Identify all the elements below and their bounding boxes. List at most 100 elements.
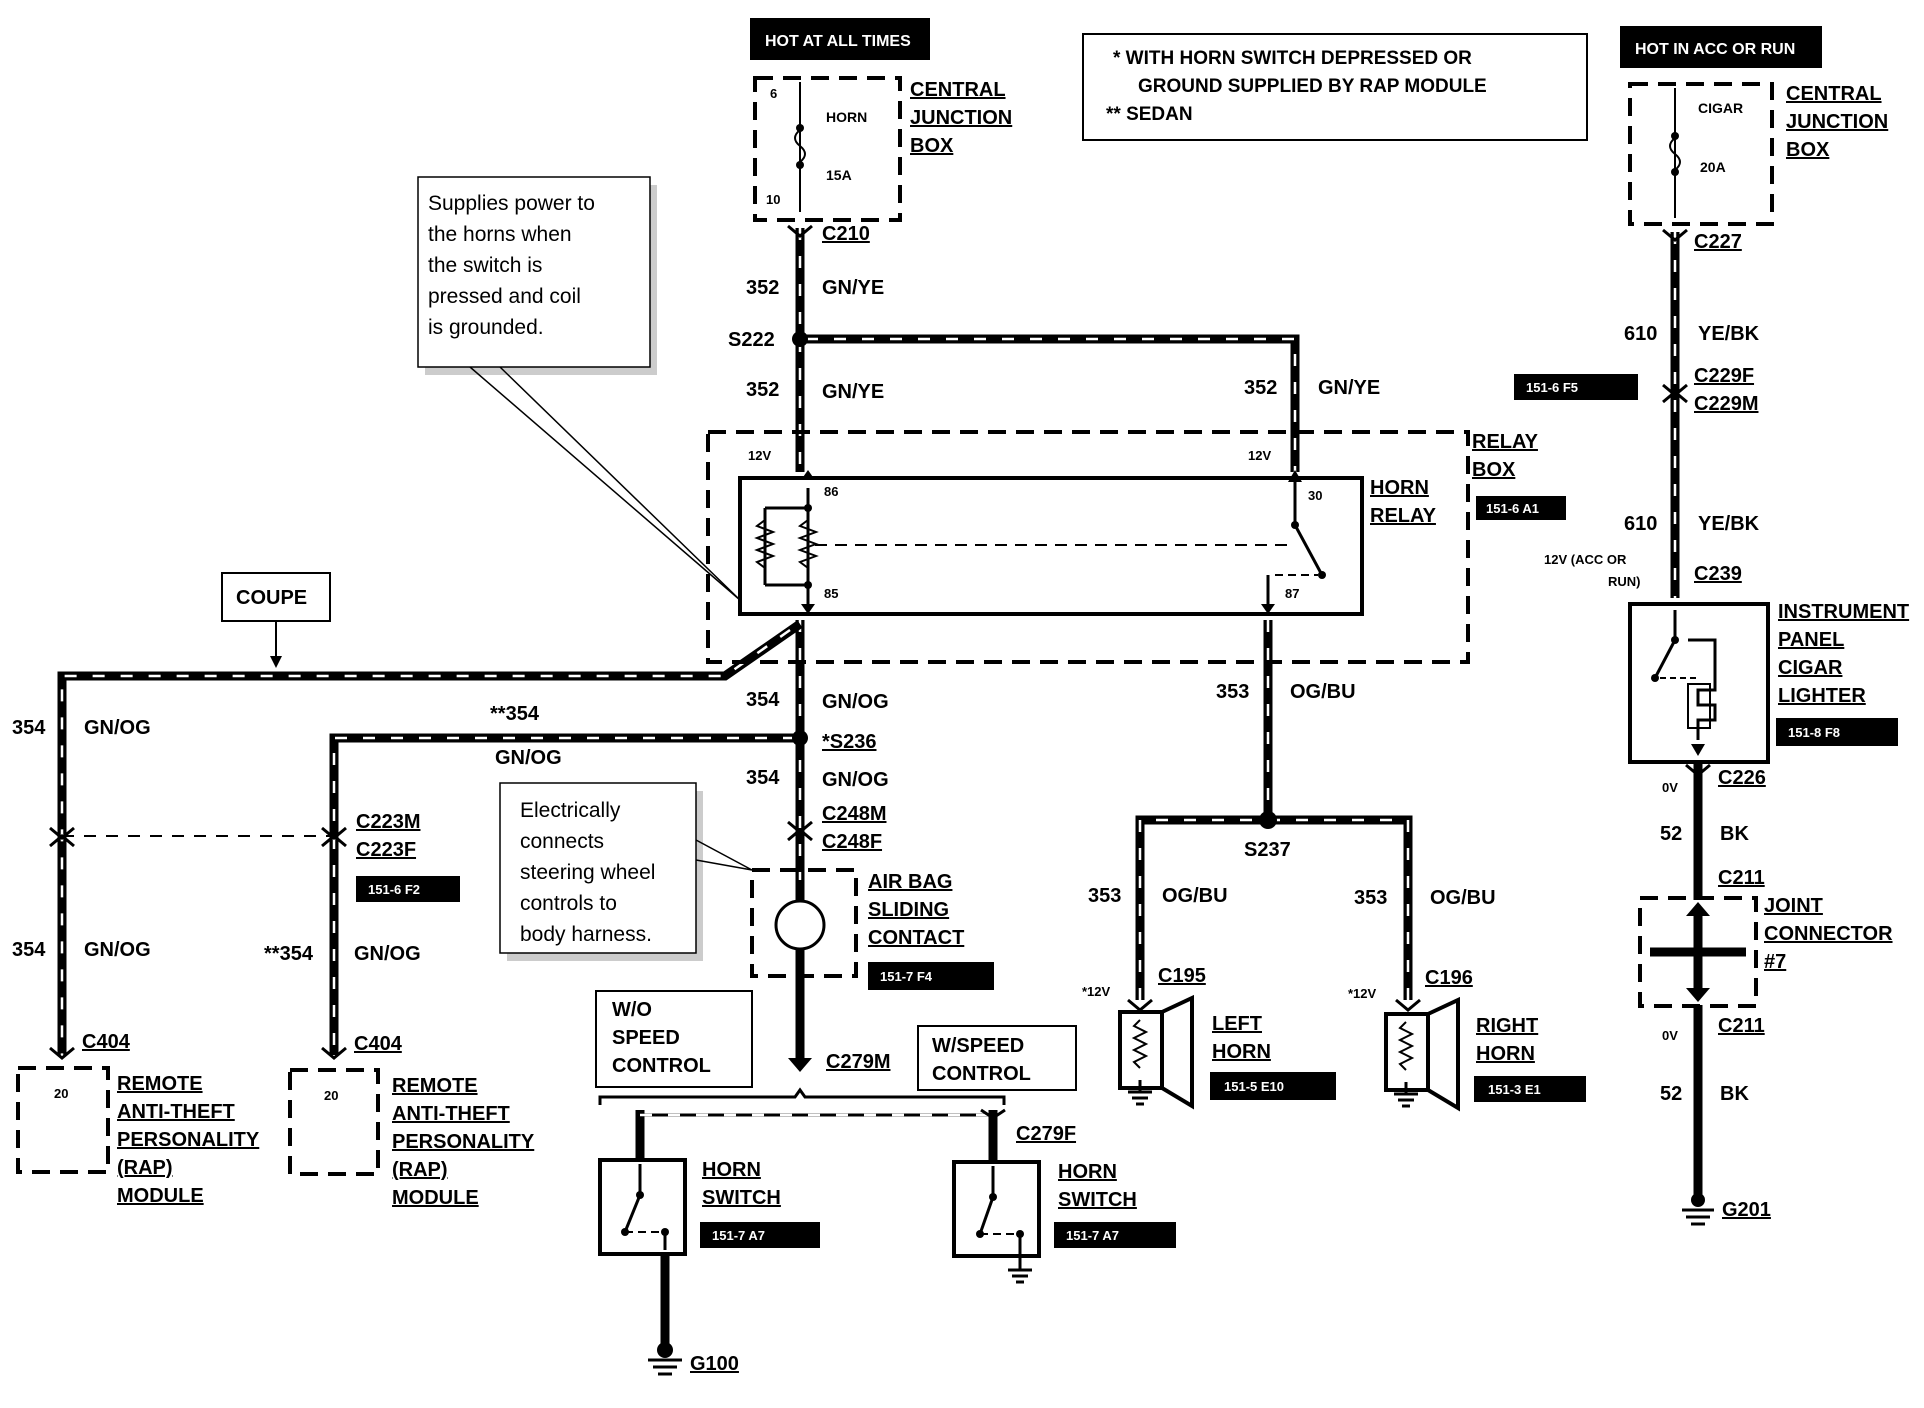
hot-at-all-times-header: HOT AT ALL TIMES bbox=[750, 18, 930, 60]
horn-switch-wo-speed: HORN SWITCH 151-7 A7 bbox=[598, 1158, 820, 1256]
svg-text:OG/BU: OG/BU bbox=[1290, 681, 1356, 703]
svg-text:610: 610 bbox=[1624, 513, 1657, 535]
svg-text:20: 20 bbox=[324, 1088, 338, 1103]
svg-text:Electrically: Electrically bbox=[520, 799, 621, 822]
svg-text:YE/BK: YE/BK bbox=[1698, 323, 1760, 345]
svg-text:GN/YE: GN/YE bbox=[822, 381, 884, 403]
central-junction-box-right: CIGAR 20A CENTRAL JUNCTION BOX bbox=[1628, 82, 1888, 226]
svg-text:SLIDING: SLIDING bbox=[868, 899, 949, 921]
callout-w-speed: W/SPEED CONTROL bbox=[917, 1025, 1077, 1091]
svg-text:HOT AT ALL TIMES: HOT AT ALL TIMES bbox=[765, 33, 911, 50]
svg-text:MODULE: MODULE bbox=[117, 1185, 204, 1207]
svg-text:#7: #7 bbox=[1764, 951, 1786, 973]
svg-text:12V: 12V bbox=[748, 448, 771, 463]
svg-text:ANTI-THEFT: ANTI-THEFT bbox=[117, 1101, 235, 1123]
svg-text:JOINT: JOINT bbox=[1764, 895, 1823, 917]
svg-text:87: 87 bbox=[1285, 586, 1299, 601]
svg-text:C210: C210 bbox=[822, 223, 870, 245]
svg-text:S222: S222 bbox=[728, 329, 775, 351]
svg-text:354: 354 bbox=[746, 767, 780, 789]
svg-text:C211: C211 bbox=[1718, 867, 1765, 889]
callout-steering: Electrically connects steering wheel con… bbox=[499, 782, 753, 961]
svg-text:52: 52 bbox=[1660, 823, 1682, 845]
callout-power: Supplies power to the horns when the swi… bbox=[417, 176, 741, 601]
svg-text:(RAP): (RAP) bbox=[392, 1159, 448, 1181]
svg-text:HORN: HORN bbox=[1212, 1041, 1271, 1063]
svg-text:20: 20 bbox=[54, 1086, 68, 1101]
svg-text:** SEDAN: ** SEDAN bbox=[1106, 104, 1193, 125]
svg-text:C248F: C248F bbox=[822, 831, 882, 853]
svg-text:20A: 20A bbox=[1700, 159, 1726, 175]
svg-text:15A: 15A bbox=[826, 167, 852, 183]
relay-box: 86 85 30 87 12V 12V RELAY BOX HORN RELAY… bbox=[706, 430, 1566, 664]
svg-text:G100: G100 bbox=[690, 1353, 739, 1375]
svg-text:BK: BK bbox=[1720, 1083, 1749, 1105]
svg-text:52: 52 bbox=[1660, 1083, 1682, 1105]
svg-text:MODULE: MODULE bbox=[392, 1187, 479, 1209]
svg-text:GN/OG: GN/OG bbox=[495, 747, 562, 769]
svg-text:6: 6 bbox=[770, 86, 777, 101]
svg-text:AIR BAG: AIR BAG bbox=[868, 871, 952, 893]
svg-text:C404: C404 bbox=[354, 1033, 403, 1055]
svg-text:PANEL: PANEL bbox=[1778, 629, 1844, 651]
svg-text:C239: C239 bbox=[1694, 563, 1742, 585]
svg-text:GN/OG: GN/OG bbox=[354, 943, 421, 965]
air-bag-sliding-contact: AIR BAG SLIDING CONTACT 151-7 F4 bbox=[750, 868, 994, 990]
svg-text:SWITCH: SWITCH bbox=[1058, 1189, 1137, 1211]
svg-text:352: 352 bbox=[746, 277, 779, 299]
svg-text:C404: C404 bbox=[82, 1031, 131, 1053]
svg-text:30: 30 bbox=[1308, 488, 1322, 503]
svg-text:151-6 F2: 151-6 F2 bbox=[368, 882, 420, 897]
svg-text:C229M: C229M bbox=[1694, 393, 1758, 415]
svg-text:GN/YE: GN/YE bbox=[1318, 377, 1380, 399]
c223-ref-tag: 151-6 F2 bbox=[356, 876, 460, 902]
svg-text:151-7 F4: 151-7 F4 bbox=[880, 969, 933, 984]
svg-text:610: 610 bbox=[1624, 323, 1657, 345]
svg-text:0V: 0V bbox=[1662, 1028, 1678, 1043]
svg-text:JUNCTION: JUNCTION bbox=[910, 107, 1012, 129]
svg-text:C226: C226 bbox=[1718, 767, 1766, 789]
wire-labels: 352 GN/YE 352 GN/YE 352 GN/YE 354 GN/OG … bbox=[12, 277, 1760, 1105]
joint-connector-7: JOINT CONNECTOR #7 bbox=[1638, 895, 1893, 1008]
svg-text:0V: 0V bbox=[1662, 780, 1678, 795]
svg-text:85: 85 bbox=[824, 586, 838, 601]
svg-text:CONTACT: CONTACT bbox=[868, 927, 964, 949]
svg-text:JUNCTION: JUNCTION bbox=[1786, 111, 1888, 133]
svg-text:body harness.: body harness. bbox=[520, 923, 652, 946]
svg-text:*12V: *12V bbox=[1348, 986, 1377, 1001]
svg-text:GROUND SUPPLIED BY RAP MODULE: GROUND SUPPLIED BY RAP MODULE bbox=[1138, 76, 1487, 97]
svg-text:151-8 F8: 151-8 F8 bbox=[1788, 725, 1840, 740]
svg-text:(RAP): (RAP) bbox=[117, 1157, 173, 1179]
svg-text:151-6 A1: 151-6 A1 bbox=[1486, 501, 1539, 516]
svg-text:352: 352 bbox=[1244, 377, 1277, 399]
svg-text:352: 352 bbox=[746, 379, 779, 401]
svg-text:OG/BU: OG/BU bbox=[1430, 887, 1496, 909]
svg-text:PERSONALITY: PERSONALITY bbox=[392, 1131, 535, 1153]
svg-text:C279M: C279M bbox=[826, 1051, 890, 1073]
c229-ref-tag: 151-6 F5 bbox=[1514, 374, 1638, 400]
svg-text:151-7 A7: 151-7 A7 bbox=[712, 1228, 765, 1243]
svg-text:REMOTE: REMOTE bbox=[392, 1075, 478, 1097]
svg-text:151-7 A7: 151-7 A7 bbox=[1066, 1228, 1119, 1243]
svg-text:W/O: W/O bbox=[612, 999, 652, 1021]
svg-text:steering wheel: steering wheel bbox=[520, 861, 655, 884]
svg-text:CIGAR: CIGAR bbox=[1698, 100, 1743, 116]
connector-labels: C210 S222 C227 C229F C229M C239 *S236 C2… bbox=[82, 223, 1766, 1145]
svg-text:RELAY: RELAY bbox=[1370, 505, 1437, 527]
svg-text:CENTRAL: CENTRAL bbox=[1786, 83, 1882, 105]
svg-text:GN/OG: GN/OG bbox=[822, 691, 889, 713]
svg-text:354: 354 bbox=[12, 717, 46, 739]
instrument-panel-cigar-lighter: 12V (ACC OR RUN) INSTRUMENT PANEL CIGAR … bbox=[1544, 552, 1909, 764]
svg-text:REMOTE: REMOTE bbox=[117, 1073, 203, 1095]
connector-marks bbox=[49, 224, 1711, 1120]
rap-module-sedan: 20 REMOTE ANTI-THEFT PERSONALITY (RAP) M… bbox=[288, 1068, 535, 1209]
right-horn: *12V RIGHT HORN 151-3 E1 bbox=[1348, 986, 1586, 1112]
svg-text:12V (ACC OR: 12V (ACC OR bbox=[1544, 552, 1627, 567]
svg-text:**354: **354 bbox=[264, 943, 314, 965]
svg-text:HOT IN ACC OR RUN: HOT IN ACC OR RUN bbox=[1635, 41, 1795, 58]
svg-text:ANTI-THEFT: ANTI-THEFT bbox=[392, 1103, 510, 1125]
svg-text:SPEED: SPEED bbox=[612, 1027, 680, 1049]
svg-text:C196: C196 bbox=[1425, 967, 1473, 989]
svg-text:C223M: C223M bbox=[356, 811, 420, 833]
